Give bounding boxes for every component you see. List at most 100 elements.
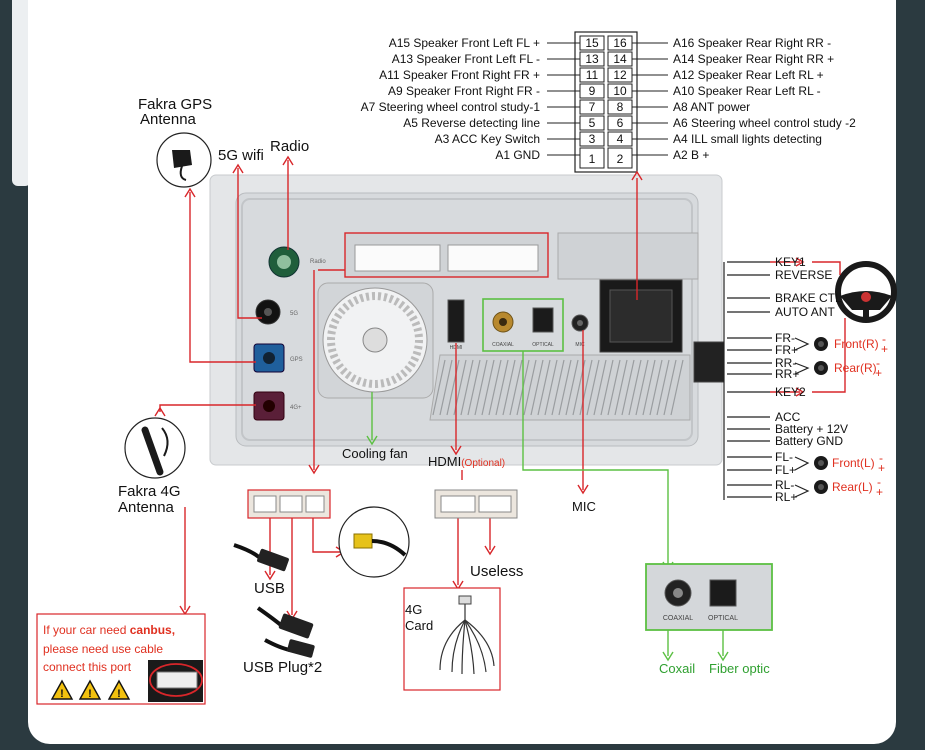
speaker-rear-l-icon bbox=[814, 480, 828, 494]
sign-front-l-minus: - bbox=[879, 451, 883, 465]
speaker-front-r-icon bbox=[814, 337, 828, 351]
pin-left-label: A7 Steering wheel control study-1 bbox=[361, 100, 541, 114]
pin-number: 16 bbox=[613, 36, 627, 50]
pin-right-label: A14 Speaker Rear Right RR + bbox=[673, 52, 834, 66]
pin-left-label: A5 Reverse detecting line bbox=[403, 116, 540, 130]
label-key2: KEY2 bbox=[775, 385, 806, 399]
heat-sink bbox=[429, 354, 691, 421]
label-5g-wifi: 5G wifi bbox=[218, 147, 264, 164]
pin-number: 7 bbox=[589, 100, 596, 114]
pin-number: 14 bbox=[613, 52, 627, 66]
accessories: ! ! ! COAXIAL OPTICAL bbox=[36, 132, 773, 705]
label-battery-12v: Battery + 12V bbox=[775, 422, 848, 436]
pin-right-label: A8 ANT power bbox=[673, 100, 750, 114]
pin-left-label: A15 Speaker Front Left FL + bbox=[389, 36, 540, 50]
harness-plug bbox=[693, 341, 725, 383]
right-harness: KEY1 REVERSE BRAKE CTL AUTO ANT FR- FR+ … bbox=[693, 255, 897, 504]
sign-rear-l-minus: - bbox=[877, 475, 881, 489]
pin-right-label: A2 B + bbox=[673, 148, 709, 162]
pin-number: 5 bbox=[589, 116, 596, 130]
speaker-front-l-icon bbox=[814, 456, 828, 470]
label-brake: BRAKE CTL bbox=[775, 291, 842, 305]
label-coaxial: Coxail bbox=[659, 661, 695, 676]
sign-rear-l-plus: + bbox=[876, 485, 883, 499]
sign-front-r-plus: + bbox=[881, 342, 888, 356]
panel-optical-label: OPTICAL bbox=[532, 342, 554, 348]
canbus-line3: connect this port bbox=[43, 660, 132, 674]
hdmi-port bbox=[447, 299, 465, 343]
label-rl-plus: RL+ bbox=[775, 490, 797, 504]
steering-wheel-icon bbox=[835, 261, 897, 323]
pin-left-label: A11 Speaker Front Right FR + bbox=[379, 68, 540, 82]
harness-plug-b bbox=[447, 244, 539, 272]
label-mic: MIC bbox=[572, 499, 596, 514]
label-auto-ant: AUTO ANT bbox=[775, 305, 835, 319]
pin-cell bbox=[607, 147, 633, 169]
blank-cover bbox=[557, 232, 699, 280]
pin-left-label: A3 ACC Key Switch bbox=[435, 132, 540, 146]
pin-number: 4 bbox=[617, 132, 624, 146]
pin-right-labels: A16 Speaker Rear Right RR -A14 Speaker R… bbox=[632, 36, 856, 162]
label-fakra-4g-line2: Antenna bbox=[118, 499, 175, 516]
label-fl-plus: FL+ bbox=[775, 463, 796, 477]
canbus-line1-prefix: If your car need bbox=[43, 623, 130, 637]
pin-number: 11 bbox=[586, 68, 599, 82]
zoom-optical-jack bbox=[709, 579, 737, 607]
label-fakra-4g-line1: Fakra 4G bbox=[118, 483, 181, 500]
label-acc: ACC bbox=[775, 410, 801, 424]
chassis-inner-rim bbox=[241, 198, 693, 441]
pin-left-label: A13 Speaker Front Left FL - bbox=[392, 52, 540, 66]
label-rl-minus: RL- bbox=[775, 478, 794, 492]
sign-rear-r-minus: - bbox=[876, 356, 880, 370]
label-fakra-gps-line2: Antenna bbox=[140, 111, 197, 128]
label-front-l: Front(L) bbox=[832, 456, 875, 470]
panel-4g-label: 4G+ bbox=[290, 405, 302, 411]
label-fakra-gps-line1: Fakra GPS bbox=[138, 96, 212, 113]
label-rr-plus: RR+ bbox=[775, 367, 799, 381]
label-4g-card-line1: 4G bbox=[405, 602, 422, 617]
usb-plug-image bbox=[256, 606, 315, 658]
sign-front-l-plus: + bbox=[878, 461, 885, 475]
pin-number: 15 bbox=[585, 36, 599, 50]
wires bbox=[154, 155, 674, 621]
usb-cable-image bbox=[233, 543, 289, 572]
pin-number: 8 bbox=[617, 100, 624, 114]
panel-optical-jack bbox=[532, 307, 554, 333]
pin-right-label: A6 Steering wheel control study -2 bbox=[673, 116, 856, 130]
label-hdmi: HDMI bbox=[428, 454, 461, 469]
zoom-optical-label: OPTICAL bbox=[708, 615, 738, 622]
pin-number: 9 bbox=[589, 84, 596, 98]
labels: Fakra GPS Antenna 5G wifi Radio Cooling … bbox=[43, 96, 770, 676]
label-radio: Radio bbox=[270, 138, 309, 155]
pin-left-label: A9 Speaker Front Right FR - bbox=[388, 84, 540, 98]
canbus-line1-bold: canbus, bbox=[130, 623, 175, 637]
warning-triangles: ! ! ! bbox=[50, 679, 131, 700]
4g-card-cable-image bbox=[439, 600, 495, 675]
pin-number: 13 bbox=[585, 52, 599, 66]
pin-number: 3 bbox=[589, 132, 596, 146]
svg-text:!: ! bbox=[88, 688, 92, 700]
canbus-line2: please need use cable bbox=[43, 642, 163, 656]
svg-text:!: ! bbox=[60, 688, 64, 700]
label-rear-r: Rear(R) bbox=[834, 361, 877, 375]
svg-text:!: ! bbox=[117, 688, 121, 700]
scrollbar-tab[interactable] bbox=[12, 0, 31, 186]
pin-number: 6 bbox=[617, 116, 624, 130]
panel-gps-label: GPS bbox=[290, 357, 303, 363]
zoom-coaxial-label: COAXIAL bbox=[663, 615, 693, 622]
panel-5g-label: 5G bbox=[290, 311, 298, 317]
label-usb-plug: USB Plug*2 bbox=[243, 659, 322, 676]
label-4g-card-line2: Card bbox=[405, 618, 433, 633]
sign-rear-r-plus: + bbox=[875, 366, 882, 380]
canbus-line1: If your car need canbus, bbox=[43, 623, 175, 637]
head-unit-back-panel: HDMI COAXIAL OPTICAL MIC Radio 5G GPS 4G… bbox=[209, 174, 723, 466]
speaker-rear-r-icon bbox=[814, 361, 828, 375]
panel-coaxial-label: COAXIAL bbox=[492, 342, 514, 348]
pin-number: 12 bbox=[613, 68, 627, 82]
label-reverse: REVERSE bbox=[775, 268, 832, 282]
pin-right-label: A10 Speaker Rear Left RL - bbox=[673, 84, 821, 98]
panel-radio-label: Radio bbox=[310, 259, 326, 265]
